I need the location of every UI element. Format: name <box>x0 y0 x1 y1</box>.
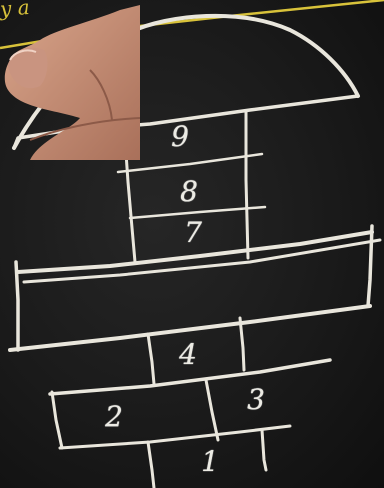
upper-col-right <box>246 112 248 258</box>
box4-right <box>240 318 244 370</box>
hand-image <box>0 0 140 160</box>
band-left <box>16 262 18 350</box>
box1-left <box>148 442 154 488</box>
box2-left <box>52 392 62 448</box>
square-8-label: 8 <box>180 178 198 206</box>
line-under-2-3 <box>60 426 290 448</box>
square-3-label: 3 <box>247 386 265 414</box>
square-1-label: 1 <box>201 448 219 476</box>
square-2-label: 2 <box>105 403 123 431</box>
square-7-label: 7 <box>184 219 202 247</box>
square-4-label: 4 <box>179 341 197 369</box>
box4-left <box>148 334 154 384</box>
square-9-label: 9 <box>171 123 189 151</box>
box2-3-divider <box>206 380 218 440</box>
band-right <box>368 226 372 306</box>
box1-right <box>262 430 266 470</box>
